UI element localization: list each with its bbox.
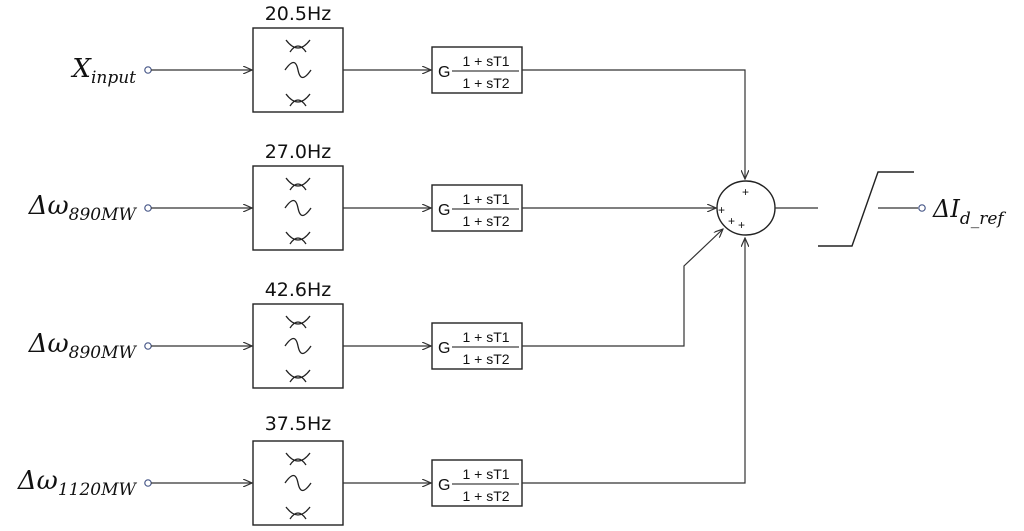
to-summer-wire-1	[522, 69, 745, 179]
branch-4: Δω1120MW 37.5Hz G 1 + sT1 1 + sT2	[17, 238, 745, 526]
input-label-2: Δω890MW	[28, 191, 138, 225]
sum-sign-4: +	[738, 218, 745, 232]
input-label-4: Δω1120MW	[17, 466, 138, 500]
sum-sign-1: +	[742, 185, 749, 199]
sum-sign-2: +	[718, 203, 725, 217]
numerator-2: 1 + sT1	[462, 191, 509, 207]
gain-label-3: G	[438, 340, 450, 357]
input-port-2[interactable]	[144, 204, 152, 212]
branch-3: Δω890MW 42.6Hz G 1 + sT1 1 + sT2	[28, 229, 723, 389]
bandpass-filter-block-4[interactable]	[252, 440, 344, 526]
input-port-1[interactable]	[144, 66, 152, 74]
gain-label-1: G	[438, 64, 450, 81]
denominator-1: 1 + sT2	[462, 75, 509, 91]
frequency-label-4: 37.5Hz	[265, 413, 332, 435]
input-port-4[interactable]	[144, 479, 152, 487]
denominator-3: 1 + sT2	[462, 351, 509, 367]
to-summer-wire-3	[522, 229, 723, 347]
numerator-4: 1 + sT1	[462, 466, 509, 482]
branch-2: Δω890MW 27.0Hz G 1 + sT1 1 + sT2	[28, 141, 716, 251]
to-summer-wire-4	[522, 238, 745, 484]
output-label: ΔId_ref	[932, 195, 1006, 229]
input-label-1: Xinput	[70, 54, 136, 88]
summing-junction[interactable]: + + + +	[716, 180, 776, 236]
saturation-limiter-icon	[818, 171, 914, 247]
gain-label-2: G	[438, 202, 450, 219]
numerator-1: 1 + sT1	[462, 53, 509, 69]
frequency-label-2: 27.0Hz	[265, 141, 332, 163]
denominator-2: 1 + sT2	[462, 213, 509, 229]
denominator-4: 1 + sT2	[462, 488, 509, 504]
gain-label-4: G	[438, 477, 450, 494]
input-port-3[interactable]	[144, 342, 152, 350]
frequency-label-3: 42.6Hz	[265, 279, 332, 301]
output-port[interactable]	[918, 204, 926, 212]
lead-lag-block-1[interactable]	[431, 46, 523, 94]
sum-sign-3: +	[728, 214, 735, 228]
numerator-3: 1 + sT1	[462, 329, 509, 345]
branch-1: Xinput 20.5Hz G 1 + sT1 1 + sT2	[70, 3, 745, 179]
frequency-label-1: 20.5Hz	[265, 3, 332, 25]
input-label-3: Δω890MW	[28, 329, 138, 363]
lead-lag-block-3[interactable]	[431, 322, 523, 370]
bandpass-filter-block-2[interactable]	[252, 165, 344, 251]
